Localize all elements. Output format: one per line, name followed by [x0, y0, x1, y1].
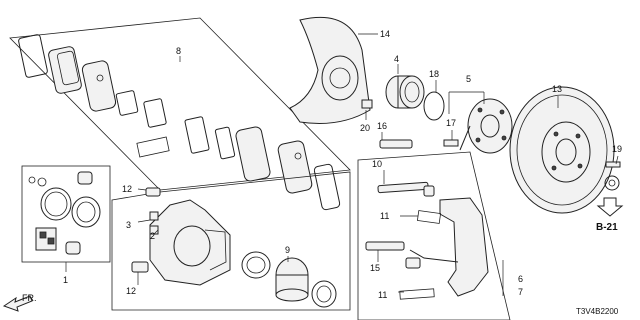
piston-and-seals	[241, 251, 337, 308]
label-part-1: 1	[63, 275, 68, 285]
label-part-16: 16	[377, 121, 387, 131]
caliper-bracket	[399, 197, 489, 300]
label-part-10: 10	[372, 159, 382, 169]
label-part-14: 14	[380, 29, 390, 39]
front-direction-arrow-icon	[2, 295, 33, 312]
hub-bearing	[385, 75, 425, 109]
splash-shield	[289, 16, 371, 124]
diagram-code: T3V4B2200	[576, 307, 619, 316]
label-part-18: 18	[429, 69, 439, 79]
label-part-12-upper: 12	[122, 184, 132, 194]
label-part-20: 20	[360, 123, 370, 133]
pad-kit-frame	[9, 17, 351, 191]
bracket-frame	[357, 151, 511, 320]
shield-bolt	[361, 99, 373, 109]
label-part-6: 6	[518, 274, 523, 284]
snap-ring	[423, 91, 445, 121]
hub-bolt	[443, 139, 459, 147]
leader-lines	[65, 33, 619, 296]
label-part-7: 7	[518, 287, 523, 297]
disc-screw	[604, 161, 621, 191]
slide-pins	[365, 139, 435, 269]
ref-arrow-icon	[596, 197, 624, 217]
brake-pads	[18, 34, 341, 211]
label-part-13: 13	[552, 84, 562, 94]
label-part-11-lower: 11	[378, 290, 387, 300]
front-direction-label: FR.	[22, 293, 37, 303]
ref-label: B-21	[596, 222, 618, 233]
label-part-11-upper: 11	[380, 211, 389, 221]
label-part-5: 5	[466, 74, 471, 84]
label-part-3: 3	[126, 220, 131, 230]
label-part-4: 4	[394, 54, 399, 64]
wheel-hub	[459, 98, 513, 154]
label-part-9: 9	[285, 245, 290, 255]
label-part-2: 2	[150, 231, 155, 241]
seal-kit-parts	[28, 171, 101, 255]
label-part-8: 8	[176, 46, 181, 56]
label-part-15: 15	[370, 263, 380, 273]
label-part-17: 17	[446, 118, 456, 128]
label-part-19: 19	[612, 144, 622, 154]
label-part-12-lower: 12	[126, 286, 136, 296]
caliper-body	[131, 187, 231, 286]
brake-disc	[509, 86, 615, 214]
